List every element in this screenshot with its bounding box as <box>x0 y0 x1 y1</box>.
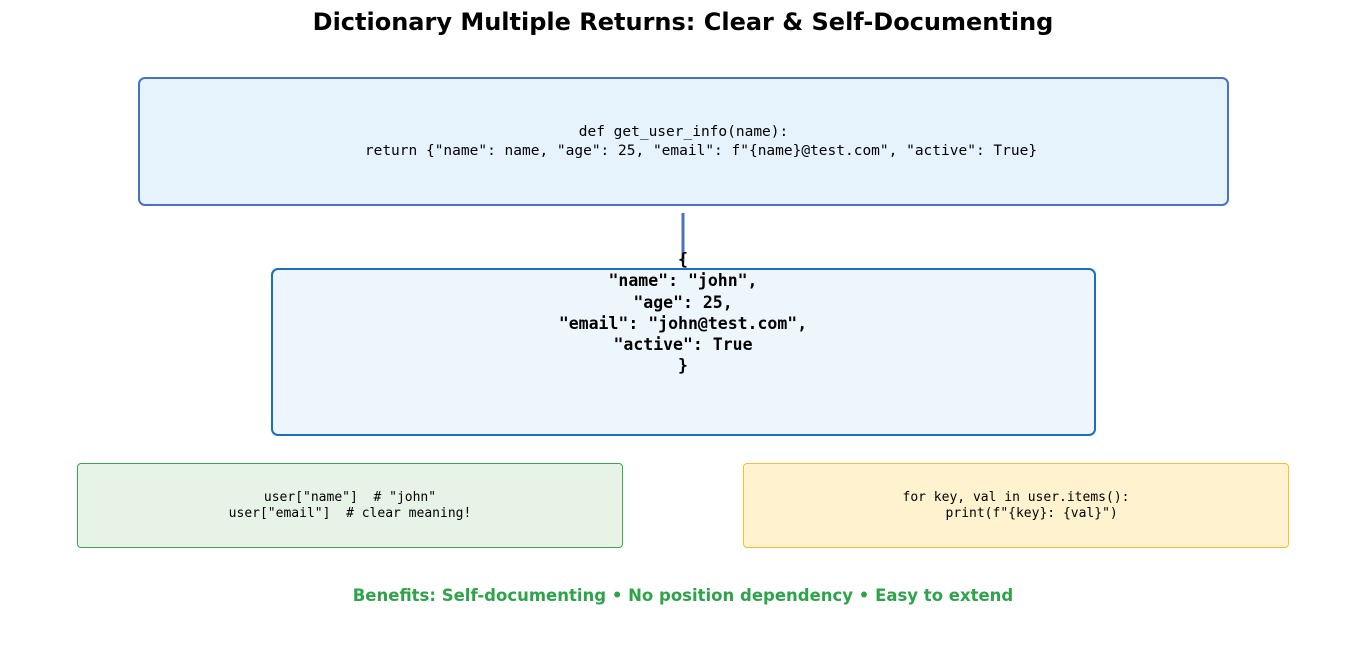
key-access-code: user["name"] # "john" user["email"] # cl… <box>228 489 472 521</box>
returned-dictionary-box <box>271 268 1096 436</box>
function-definition-box: def get_user_info(name): return {"name":… <box>138 77 1229 206</box>
iteration-example-box: for key, val in user.items(): print(f"{k… <box>743 463 1289 548</box>
returned-dictionary-text: { "name": "john", "age": 25, "email": "j… <box>558 250 808 376</box>
iteration-code: for key, val in user.items(): print(f"{k… <box>902 489 1130 521</box>
benefits-caption: Benefits: Self-documenting • No position… <box>352 586 1014 605</box>
key-access-example-box: user["name"] # "john" user["email"] # cl… <box>77 463 623 548</box>
diagram-title: Dictionary Multiple Returns: Clear & Sel… <box>312 8 1054 36</box>
function-code: def get_user_info(name): return {"name":… <box>364 123 1038 159</box>
